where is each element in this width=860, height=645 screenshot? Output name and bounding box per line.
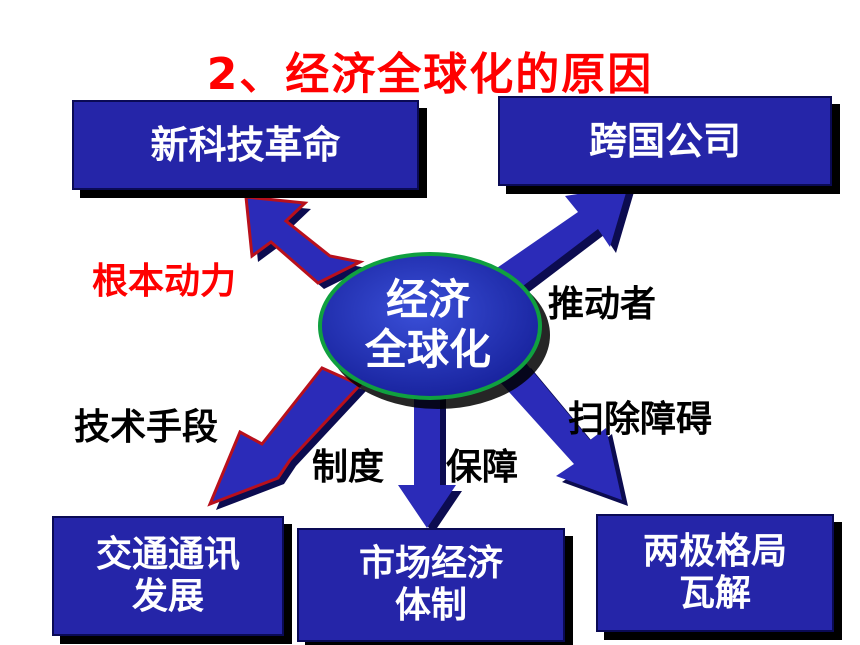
arrow-to-multinationals [478,186,634,311]
label-institution: 制度 [312,447,385,488]
box-market-economy-line2: 体制 [394,585,467,626]
box-market-economy: 市场经济 体制 [297,528,565,642]
center-label-line2: 全球化 [364,325,491,374]
label-remove-obstacles: 扫除障碍 [568,399,713,440]
box-multinationals-label: 跨国公司 [588,118,741,163]
arrow-to-new-tech-revolution [244,195,366,289]
box-multinationals: 跨国公司 [498,96,832,186]
box-transport-communication-line1: 交通通讯 [95,533,240,575]
arrow-to-transport-communication [207,366,366,510]
label-fundamental-force: 根本动力 [92,261,237,302]
box-transport-communication-line2: 发展 [131,576,204,617]
box-bipolar-collapse-line1: 两极格局 [642,530,787,572]
box-new-tech-revolution: 新科技革命 [72,100,419,190]
center-node: 经济 全球化 [323,260,533,390]
box-bipolar-collapse: 两极格局 瓦解 [596,514,834,632]
box-bipolar-collapse-line2: 瓦解 [678,573,751,614]
label-driver: 推动者 [548,284,657,325]
center-label-line1: 经济 [385,274,470,324]
label-guarantee: 保障 [446,447,519,488]
arrow-to-market-economy [398,392,462,534]
page-title: 2、经济全球化的原因 [206,49,654,100]
label-technical-means: 技术手段 [74,407,219,448]
arrow-to-bipolar-collapse [500,362,628,506]
box-new-tech-revolution-label: 新科技革命 [150,122,341,167]
box-transport-communication: 交通通讯 发展 [52,516,284,636]
center-ellipse [318,252,550,409]
box-market-economy-line1: 市场经济 [358,542,503,584]
